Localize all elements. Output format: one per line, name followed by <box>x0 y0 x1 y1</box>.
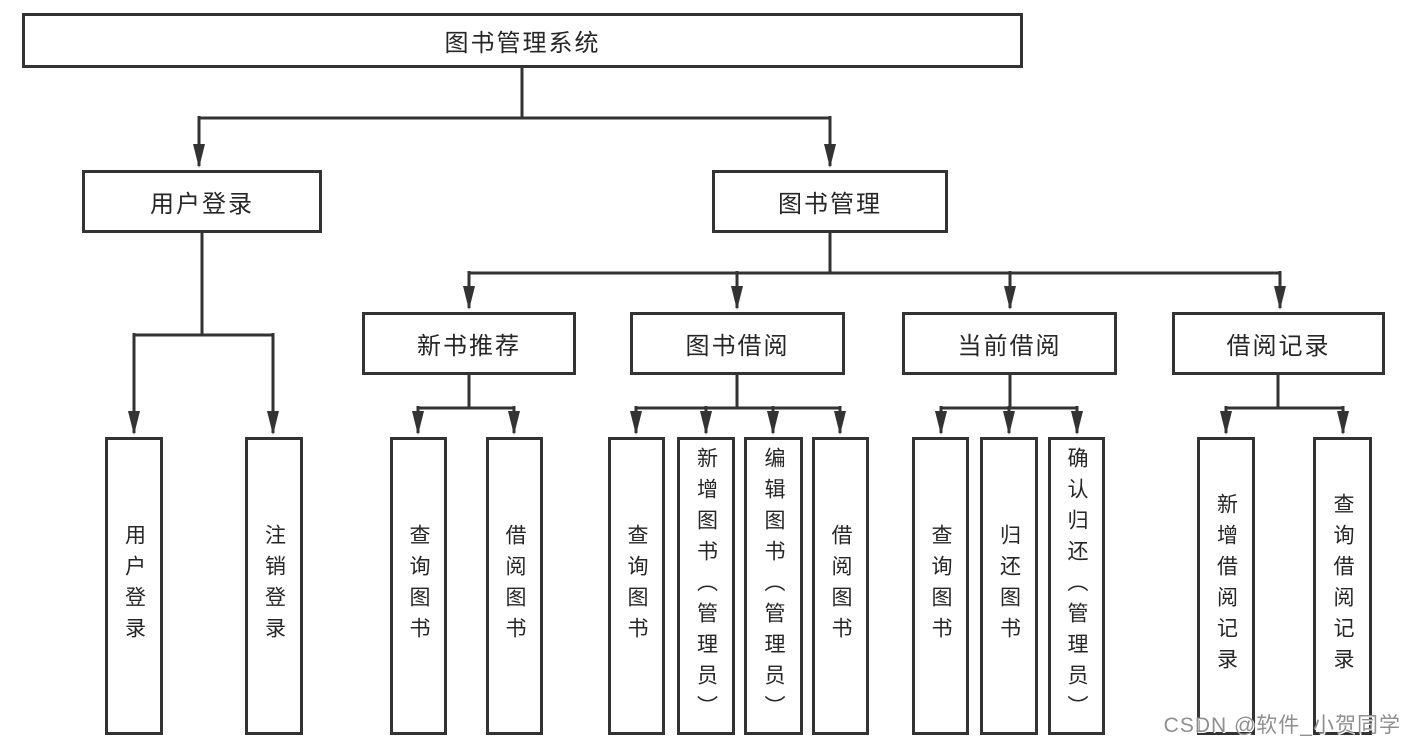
leaf-nbr-borrow-books: 借阅图书 <box>486 437 543 735</box>
node-current-borrow: 当前借阅 <box>902 312 1117 375</box>
leaf-nbr-query-books: 查询图书 <box>390 437 447 735</box>
leaf-cb-confirm-return: 确认归还（管理员） <box>1048 437 1105 735</box>
node-new-book-recommend: 新书推荐 <box>362 312 576 375</box>
leaf-br-query-record: 查询借阅记录 <box>1313 437 1372 735</box>
node-book-borrow: 图书借阅 <box>630 312 845 375</box>
edge-book-borrow-to-leaves <box>630 373 846 435</box>
leaf-bb-edit-books: 编辑图书（管理员） <box>744 437 803 735</box>
leaf-cb-query-books: 查询图书 <box>912 437 969 735</box>
node-book-management: 图书管理 <box>712 170 948 233</box>
edge-new-book-recommend-to-leaves <box>412 373 520 435</box>
edge-book-management-to-level3 <box>463 232 1286 310</box>
leaf-bb-add-books: 新增图书（管理员） <box>677 437 735 735</box>
leaf-bb-borrow-books: 借阅图书 <box>812 437 869 735</box>
leaf-bb-query-books: 查询图书 <box>608 437 665 735</box>
leaf-cb-return-books: 归还图书 <box>980 437 1038 735</box>
watermark: CSDN @软件_小贺同学 <box>1163 714 1401 737</box>
edge-root-to-level2 <box>193 66 836 168</box>
edge-current-borrow-to-leaves <box>935 373 1083 435</box>
edge-borrow-records-to-leaves <box>1220 373 1349 435</box>
node-user-login: 用户登录 <box>82 170 322 233</box>
leaf-logout: 注销登录 <box>245 437 303 735</box>
edge-user-login-to-leaves <box>128 232 279 435</box>
node-root: 图书管理系统 <box>22 13 1023 68</box>
node-borrow-records: 借阅记录 <box>1172 312 1385 375</box>
leaf-user-login: 用户登录 <box>105 437 163 735</box>
leaf-br-add-record: 新增借阅记录 <box>1197 437 1255 735</box>
